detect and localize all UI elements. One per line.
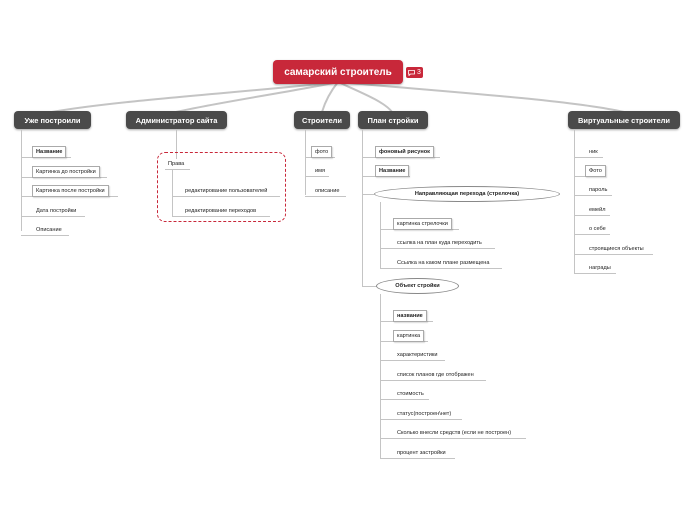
node-status[interactable]: статус(построен\нет): [397, 411, 452, 417]
branch-label: Виртуальные строители: [577, 115, 670, 125]
node-plans-list[interactable]: список планов где отображен: [397, 372, 474, 378]
root-link-2: [175, 81, 339, 113]
node-virtual-photo[interactable]: Фото: [585, 165, 606, 177]
node-build-date[interactable]: Дата постройки: [36, 208, 77, 214]
node-characteristics[interactable]: характеристики: [397, 352, 438, 358]
node-description[interactable]: Описание: [36, 227, 62, 233]
node-direction-arrow-label: Направляющая перехода (стрелочка): [414, 191, 520, 197]
branch-already-built[interactable]: Уже построили: [14, 111, 91, 129]
node-build-percent[interactable]: процент застройки: [397, 450, 446, 456]
node-object-picture[interactable]: картинка: [393, 330, 425, 342]
node-photo[interactable]: фото: [311, 146, 333, 158]
branch-builders[interactable]: Строители: [294, 111, 350, 129]
branch-label: Строители: [301, 115, 343, 125]
node-edit-users[interactable]: редактирование пользователей: [185, 188, 268, 194]
root-topic[interactable]: самарский строитель: [273, 60, 403, 84]
branch-construction-plan[interactable]: План стройки: [358, 111, 428, 129]
node-funds-raised[interactable]: Сколько внесли средств (если не построен…: [397, 430, 512, 436]
node-first-name[interactable]: имя: [315, 168, 325, 174]
node-source-plan-link[interactable]: Ссылка на каком плане размещена: [397, 260, 490, 266]
root-link-5: [337, 81, 625, 113]
root-link-4: [337, 81, 393, 113]
node-construction-object[interactable]: Объект стройки: [376, 278, 459, 294]
node-awards[interactable]: награды: [589, 265, 611, 271]
node-about[interactable]: о себе: [589, 226, 606, 232]
node-name[interactable]: Название: [32, 146, 67, 158]
node-plan-name[interactable]: Название: [375, 165, 410, 177]
root-topic-label: самарский строитель: [284, 66, 392, 78]
branch-virtual-builders[interactable]: Виртуальные строители: [568, 111, 680, 129]
branch-label: Уже построили: [24, 115, 81, 125]
branch-label: План стройки: [367, 115, 419, 125]
node-edit-transitions[interactable]: редактирование переходов: [185, 208, 257, 214]
node-cost[interactable]: стоимость: [397, 391, 424, 397]
node-target-plan-link[interactable]: ссылка на план куда переходить: [397, 240, 482, 246]
node-arrow-picture[interactable]: картинка стрелочки: [393, 218, 452, 230]
node-password[interactable]: пароль: [589, 187, 608, 193]
branch-label: Администратор сайта: [135, 115, 218, 125]
root-link-1: [51, 81, 339, 113]
node-background-image[interactable]: фоновый рисунок: [375, 146, 434, 158]
node-picture-after[interactable]: Картинка после постройки: [32, 185, 109, 197]
node-rights[interactable]: Права: [168, 161, 185, 167]
node-email[interactable]: емейл: [589, 207, 606, 213]
node-direction-arrow[interactable]: Направляющая перехода (стрелочка): [374, 186, 560, 202]
branch-site-admin[interactable]: Администратор сайта: [126, 111, 227, 129]
comment-icon: [408, 69, 415, 76]
node-construction-object-label: Объект стройки: [395, 283, 440, 289]
comments-badge[interactable]: 3: [406, 67, 423, 78]
node-picture-before[interactable]: Картинка до постройки: [32, 166, 100, 178]
node-builder-description[interactable]: описание: [315, 188, 340, 194]
node-objects-in-progress[interactable]: строящиеся объекты: [589, 246, 644, 252]
comments-count: 3: [417, 69, 421, 76]
boundary-rights: [157, 152, 286, 222]
node-object-name[interactable]: название: [393, 310, 427, 322]
root-link-3: [321, 81, 339, 113]
node-nickname[interactable]: ник: [589, 149, 598, 155]
